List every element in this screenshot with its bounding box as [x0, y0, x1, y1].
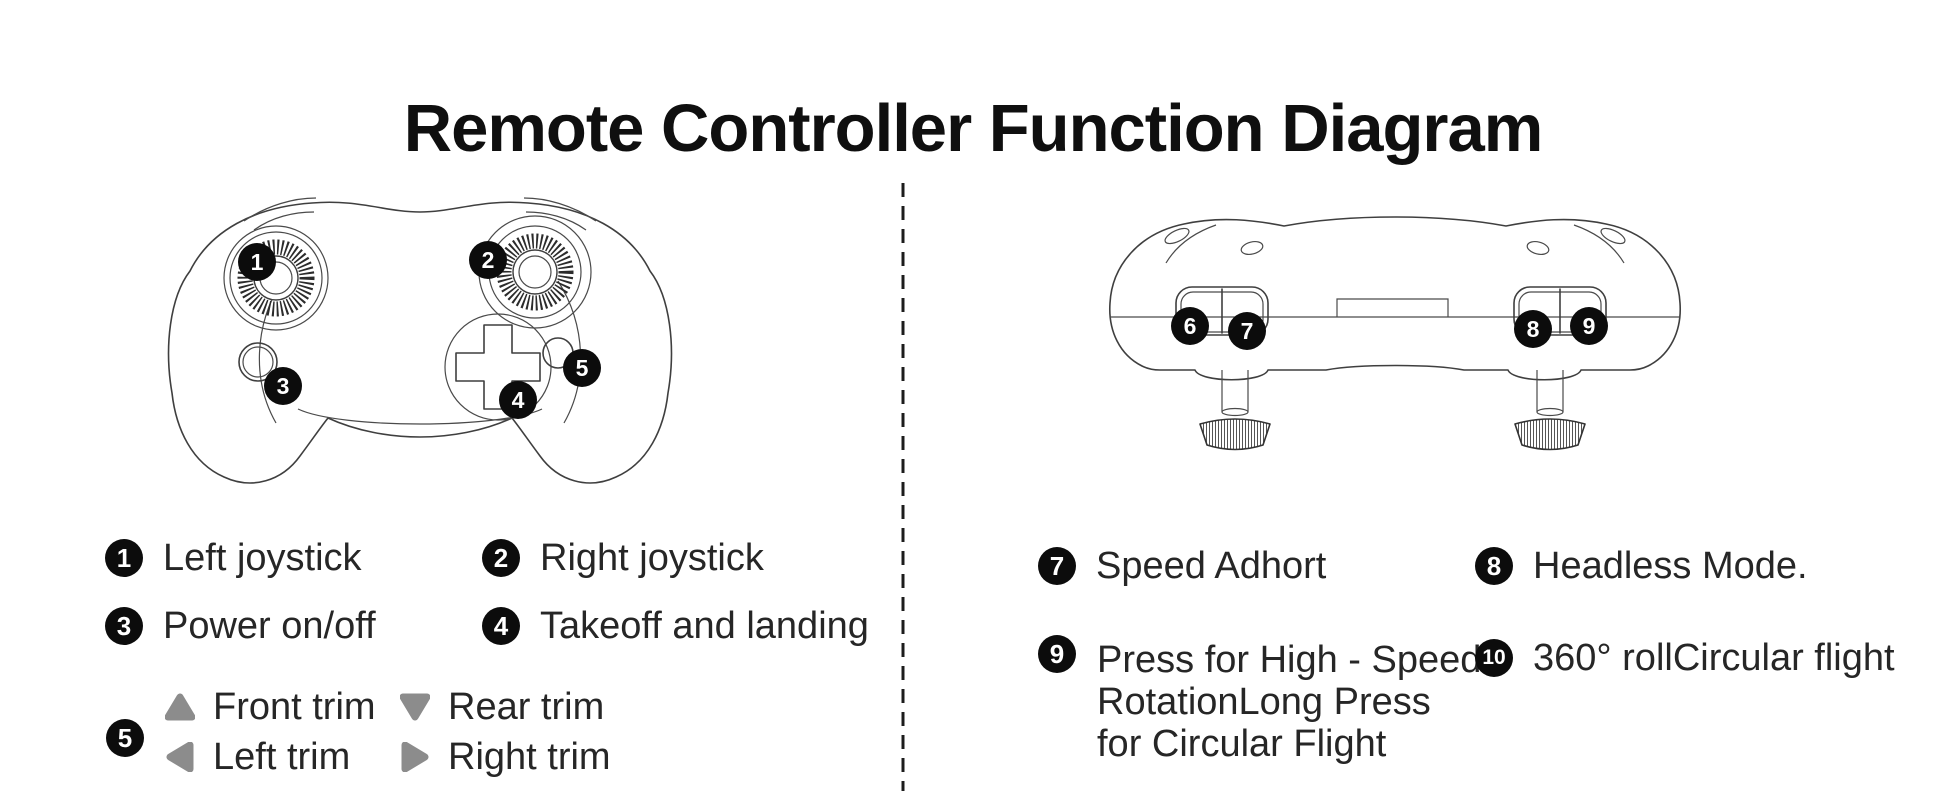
badge-3: 3 [105, 607, 143, 645]
svg-text:3: 3 [277, 373, 290, 399]
legend-right-joystick: 2 Right joystick [482, 536, 764, 579]
left-stick-stem [1199, 370, 1271, 451]
callout-9: 9 [1570, 307, 1608, 345]
right-stick-stem [1514, 370, 1586, 451]
trim-label: Rear trim [448, 685, 605, 728]
right-joystick [478, 215, 592, 329]
up-triangle-icon [165, 693, 195, 721]
legend-left-joystick: 1 Left joystick [105, 536, 362, 579]
dashed-divider [901, 183, 905, 791]
badge-8: 8 [1475, 547, 1513, 585]
svg-text:9: 9 [1583, 313, 1596, 339]
controller-top-drawing: 6 7 8 9 [1109, 216, 1681, 451]
trim-label: Left trim [213, 735, 351, 778]
callout-1: 1 [238, 243, 276, 281]
badge-9: 9 [1038, 635, 1076, 673]
legend-label: Left joystick [163, 536, 362, 579]
legend-roll: 10 360° rollCircular flight [1475, 636, 1895, 679]
callout-5: 5 [563, 349, 601, 387]
trim-rear: Rear trim [400, 686, 604, 728]
down-triangle-icon [400, 693, 430, 721]
svg-text:5: 5 [576, 355, 589, 381]
callout-7: 7 [1228, 312, 1266, 350]
callout-3: 3 [264, 367, 302, 405]
legend-rotation-line3: for Circular Flight [1097, 723, 1387, 765]
left-joystick [223, 225, 329, 331]
legend-label: Takeoff and landing [540, 604, 869, 647]
badge-4: 4 [482, 607, 520, 645]
badge-5: 5 [106, 719, 144, 757]
page-title: Remote Controller Function Diagram [403, 91, 1544, 166]
controller-body-outline [167, 201, 673, 484]
controller-front-drawing: 1 2 3 4 5 [167, 197, 673, 484]
callout-8: 8 [1514, 310, 1552, 348]
right-shoulder-line [523, 197, 597, 231]
left-shoulder-line [243, 197, 317, 231]
controller-top-outline [1109, 216, 1681, 381]
legend-label: Speed Adhort [1096, 544, 1327, 587]
callout-2: 2 [469, 241, 507, 279]
trim-left: Left trim [165, 736, 350, 778]
vent-slots [1164, 227, 1626, 256]
trim-front: Front trim [165, 686, 376, 728]
callout-6: 6 [1171, 307, 1209, 345]
legend-takeoff: 4 Takeoff and landing [482, 604, 869, 647]
legend-rotation-line1: Press for High - Speed [1097, 639, 1482, 681]
svg-text:7: 7 [1241, 318, 1254, 344]
svg-text:4: 4 [512, 387, 525, 413]
badge-10: 10 [1475, 639, 1513, 677]
badge-1: 1 [105, 539, 143, 577]
left-shoulder-buttons [1175, 286, 1269, 336]
legend-rotation-line2: RotationLong Press [1097, 681, 1431, 723]
svg-text:8: 8 [1527, 316, 1540, 342]
right-triangle-icon [401, 742, 429, 772]
svg-text:1: 1 [251, 249, 264, 275]
shell-creases [1165, 224, 1625, 264]
power-button [238, 342, 278, 382]
badge-7: 7 [1038, 547, 1076, 585]
legend-label: Headless Mode. [1533, 544, 1808, 587]
legend-label: Power on/off [163, 604, 376, 647]
svg-text:2: 2 [482, 247, 495, 273]
legend-label: Right joystick [540, 536, 764, 579]
legend-speed: 7 Speed Adhort [1038, 544, 1327, 587]
callout-4: 4 [499, 381, 537, 419]
trim-label: Front trim [213, 685, 376, 728]
trim-label: Right trim [448, 735, 611, 778]
center-tab [1336, 298, 1449, 317]
legend-label: 360° rollCircular flight [1533, 636, 1895, 679]
badge-2: 2 [482, 539, 520, 577]
legend-headless: 8 Headless Mode. [1475, 544, 1808, 587]
left-triangle-icon [166, 742, 194, 772]
legend-power: 3 Power on/off [105, 604, 376, 647]
trim-right: Right trim [400, 736, 611, 778]
legend-rotation-text: Press for High - Speed RotationLong Pres… [1097, 639, 1481, 765]
svg-text:6: 6 [1184, 313, 1197, 339]
